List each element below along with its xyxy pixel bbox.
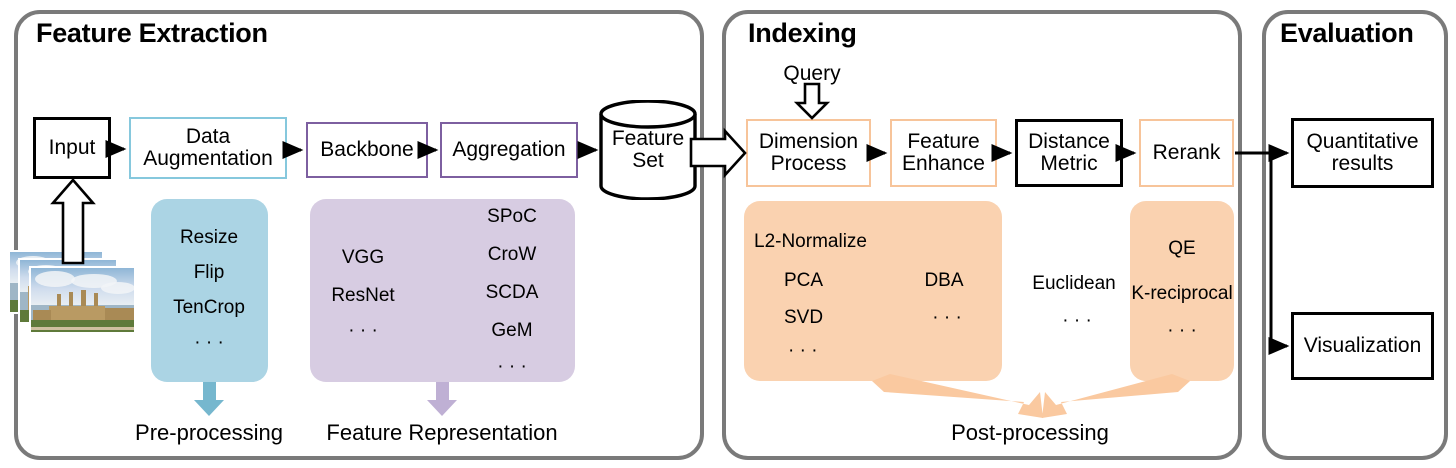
box-rerank-label: Rerank <box>1152 140 1221 164</box>
box-input[interactable]: Input <box>33 117 111 179</box>
box-data-augmentation-line1: Data <box>185 124 231 148</box>
dimension-item-0: L2-Normalize <box>754 231 867 252</box>
rerank-item-1: K-reciprocal <box>1131 283 1233 304</box>
box-rerank[interactable]: Rerank <box>1139 119 1234 187</box>
rerank-item-0: QE <box>1168 238 1196 259</box>
box-feature-enhance-line1: Feature <box>907 129 980 153</box>
box-feature-enhance[interactable]: Feature Enhance <box>890 119 997 187</box>
representation-right-item-3: GeM <box>491 320 533 341</box>
group-feature-representation <box>310 199 575 382</box>
box-backbone[interactable]: Backbone <box>306 122 428 178</box>
caption-feature-representation: Feature Representation <box>326 420 558 445</box>
box-backbone-label: Backbone <box>320 137 414 161</box>
box-data-augmentation[interactable]: Data Augmentation <box>129 117 287 179</box>
box-visualization[interactable]: Visualization <box>1291 312 1434 380</box>
enhance-item-1: · · · <box>932 307 962 328</box>
box-data-augmentation-line2: Augmentation <box>143 147 273 170</box>
dimension-item-3: · · · <box>788 340 818 361</box>
representation-left-item-1: ResNet <box>331 285 395 306</box>
representation-right-item-4: · · · <box>497 356 527 377</box>
preprocessing-item-2: TenCrop <box>173 297 245 318</box>
box-dimension-process-line2: Process <box>770 152 847 175</box>
input-photo-front <box>29 266 136 334</box>
group-post-processing-left <box>744 201 1002 381</box>
rerank-item-2: · · · <box>1167 320 1197 341</box>
enhance-item-0: DBA <box>924 270 964 291</box>
panel-feature-extraction <box>14 10 704 460</box>
box-feature-set-line1: Feature <box>611 126 685 150</box>
dimension-item-2: SVD <box>784 307 824 328</box>
representation-right-item-2: SCDA <box>485 282 539 303</box>
box-visualization-label: Visualization <box>1303 333 1422 357</box>
preprocessing-item-0: Resize <box>179 227 239 248</box>
panel-evaluation <box>1262 10 1448 460</box>
group-preprocessing <box>151 199 268 382</box>
cylinder-shape <box>599 99 697 201</box>
representation-left-item-2: · · · <box>348 320 378 341</box>
caption-post-processing: Post-processing <box>951 420 1109 445</box>
box-feature-set[interactable]: Feature Set <box>598 99 698 201</box>
box-quantitative-results[interactable]: Quantitative results <box>1291 118 1434 188</box>
box-quantitative-results-line2: results <box>1331 152 1394 175</box>
preprocessing-item-3: · · · <box>194 332 224 353</box>
preprocessing-item-1: Flip <box>193 262 225 283</box>
box-distance-metric-line1: Distance <box>1028 129 1110 153</box>
caption-preprocessing: Pre-processing <box>135 420 283 445</box>
metric-item-1: · · · <box>1062 310 1092 331</box>
representation-right-item-1: CroW <box>487 244 537 265</box>
box-quantitative-results-line1: Quantitative <box>1306 129 1419 153</box>
box-input-label: Input <box>48 135 96 159</box>
panel-title-evaluation: Evaluation <box>1280 18 1414 48</box>
metric-item-0: Euclidean <box>1032 273 1116 294</box>
group-post-processing-right <box>1130 201 1234 381</box>
panel-indexing <box>722 10 1242 460</box>
query-label: Query <box>783 62 841 85</box>
representation-left-item-0: VGG <box>341 247 385 268</box>
box-dimension-process-line1: Dimension <box>758 129 859 153</box>
box-dimension-process[interactable]: Dimension Process <box>746 119 871 187</box>
box-distance-metric[interactable]: Distance Metric <box>1015 119 1123 187</box>
box-aggregation-label: Aggregation <box>452 137 566 161</box>
panel-title-indexing: Indexing <box>748 18 857 48</box>
box-distance-metric-line2: Metric <box>1040 152 1098 175</box>
representation-right-item-0: SPoC <box>487 206 537 227</box>
dimension-item-1: PCA <box>784 270 824 291</box>
box-feature-set-line2: Set <box>632 149 664 172</box>
box-aggregation[interactable]: Aggregation <box>440 122 578 178</box>
box-feature-enhance-line2: Enhance <box>902 152 985 175</box>
panel-title-feature-extraction: Feature Extraction <box>36 18 268 48</box>
